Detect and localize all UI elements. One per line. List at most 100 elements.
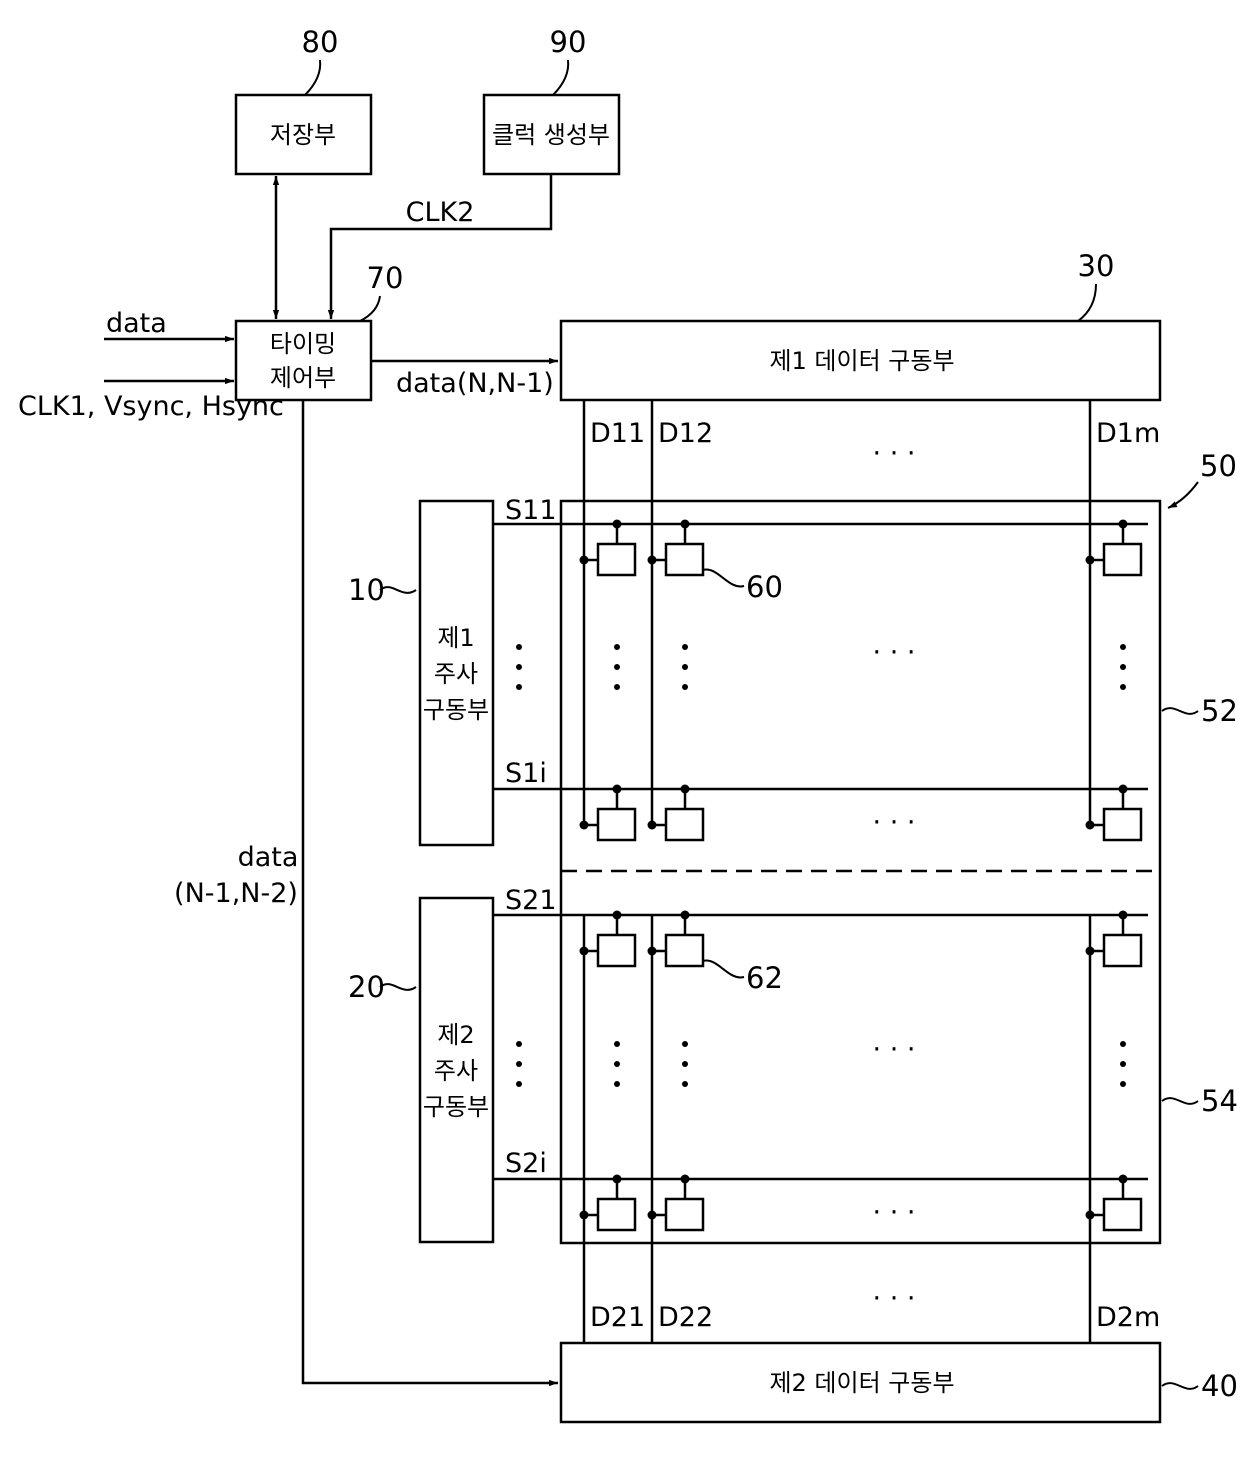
vertical-ellipsis-dot: [516, 684, 522, 690]
lower-panel-ref-number: 54: [1201, 1084, 1238, 1118]
second-scan-driver-ref-leader: [380, 984, 416, 990]
vertical-ellipsis-dot: [682, 1061, 688, 1067]
first-data-driver-ref-leader: [1078, 284, 1096, 321]
pixel-cell: [1104, 809, 1141, 840]
vertical-ellipsis-dot: [614, 1061, 620, 1067]
data-line-label-d22: D22: [658, 1302, 713, 1333]
storage-ref-number: 80: [302, 25, 339, 59]
clk2-arrow: [331, 174, 551, 319]
data-tap-dot: [648, 821, 657, 830]
first-data-driver-block: 제1 데이터 구동부: [561, 321, 1160, 400]
timing-controller-label-line1: 타이밍: [270, 330, 336, 358]
data-line-label-d2m: D2m: [1096, 1302, 1160, 1333]
pixel-cell: [598, 1199, 635, 1230]
vertical-ellipsis-dot: [516, 644, 522, 650]
data-line-label-d12: D12: [658, 418, 713, 449]
vertical-ellipsis-dot: [1120, 1041, 1126, 1047]
first-scan-driver-label-line1: 제1: [437, 624, 474, 652]
pixel-cell: [666, 544, 703, 575]
pixel-cell: [1104, 1199, 1141, 1230]
panel-ref-number: 50: [1200, 449, 1237, 483]
vertical-ellipsis-dot: [1120, 644, 1126, 650]
vertical-ellipsis-dot: [682, 684, 688, 690]
vertical-ellipsis-dot: [614, 1041, 620, 1047]
second-scan-driver-ref-number: 20: [348, 970, 385, 1004]
second-scan-driver-label-line1: 제2: [437, 1021, 474, 1049]
pixel-cell: [598, 935, 635, 966]
timing-controller-ref-leader: [360, 296, 380, 321]
vertical-ellipsis-dot: [682, 1041, 688, 1047]
pixel-ref-number-60: 60: [746, 570, 783, 604]
ellipsis-upper-middle: · · ·: [873, 637, 916, 668]
pixel-cell: [666, 809, 703, 840]
first-scan-driver-ref-leader: [380, 587, 416, 593]
vertical-ellipsis-dot: [614, 644, 620, 650]
upper-panel-ref-number: 52: [1201, 694, 1238, 728]
vertical-ellipsis-dot: [516, 1041, 522, 1047]
vertical-ellipsis-dot: [516, 1061, 522, 1067]
vertical-ellipsis-dot: [516, 1081, 522, 1087]
vertical-ellipsis-dot: [614, 1081, 620, 1087]
vertical-ellipsis-dot: [516, 664, 522, 670]
data-tap-dot: [1086, 821, 1095, 830]
ellipsis-lower-middle: · · ·: [873, 1034, 916, 1065]
second-data-driver-block: 제2 데이터 구동부: [561, 1343, 1160, 1422]
data-tap-dot: [580, 821, 589, 830]
clk2-label: CLK2: [406, 197, 475, 228]
data-tap-dot: [648, 947, 657, 956]
second-data-driver-label: 제2 데이터 구동부: [769, 1369, 954, 1397]
panel-ref-leader: [1168, 482, 1198, 508]
pixel-cell: [1104, 935, 1141, 966]
second-data-driver-ref-number: 40: [1201, 1369, 1238, 1403]
vertical-ellipsis-dot: [1120, 664, 1126, 670]
clock-generator-ref-number: 90: [550, 25, 587, 59]
clock-generator-ref-leader: [553, 60, 568, 95]
first-data-driver-ref-number: 30: [1078, 249, 1115, 283]
data-tap-dot: [580, 947, 589, 956]
upper-panel-ref-leader: [1162, 708, 1198, 714]
data-input-label: data: [106, 308, 167, 339]
scan-line-label-s1i: S1i: [505, 758, 547, 789]
ellipsis-bottom-data: · · ·: [873, 1283, 916, 1314]
pixel-cell: [1104, 544, 1141, 575]
data-tap-dot: [580, 556, 589, 565]
storage-ref-leader: [305, 60, 320, 95]
sync-input-label: CLK1, Vsync, Hsync: [18, 391, 284, 422]
pixel-cell: [598, 544, 635, 575]
scan-line-label-s21: S21: [505, 885, 557, 916]
vertical-ellipsis-dot: [1120, 1081, 1126, 1087]
ellipsis-lower-bottom: · · ·: [873, 1197, 916, 1228]
data-line-label-d21: D21: [590, 1302, 645, 1333]
first-scan-driver-block: 제1 주사 구동부: [420, 501, 493, 845]
pixel-cell: [666, 935, 703, 966]
data-tap-dot: [1086, 1211, 1095, 1220]
timing-controller-label-line2: 제어부: [270, 364, 336, 392]
data-to-driver1-label: data(N,N-1): [396, 368, 554, 399]
pixel-cell: [598, 809, 635, 840]
timing-controller-ref-number: 70: [367, 261, 404, 295]
second-data-driver-ref-leader: [1162, 1383, 1198, 1389]
scan-line-label-s11: S11: [505, 495, 557, 526]
data-line-label-d11: D11: [590, 418, 645, 449]
clock-generator-label: 클럭 생성부: [492, 121, 610, 149]
storage-unit-block: 저장부: [236, 95, 371, 174]
data-tap-dot: [580, 1211, 589, 1220]
data-to-driver2-label-line2: (N-1,N-2): [174, 878, 298, 909]
vertical-ellipsis-dot: [682, 644, 688, 650]
first-scan-driver-label-line2: 주사: [434, 660, 478, 688]
first-scan-driver-ref-number: 10: [348, 573, 385, 607]
vertical-ellipsis-dot: [614, 664, 620, 670]
second-scan-driver-label-line2: 주사: [434, 1057, 478, 1085]
data-line-label-d1m: D1m: [1096, 418, 1160, 449]
ellipsis-upper-bottom: · · ·: [873, 807, 916, 838]
vertical-ellipsis-dot: [682, 1081, 688, 1087]
vertical-ellipsis-dot: [614, 684, 620, 690]
data-tap-dot: [648, 556, 657, 565]
second-scan-driver-block: 제2 주사 구동부: [420, 898, 493, 1242]
second-scan-driver-label-line3: 구동부: [423, 1093, 489, 1121]
data-tap-dot: [648, 1211, 657, 1220]
timing-controller-block: 타이밍 제어부: [236, 321, 371, 400]
storage-unit-label: 저장부: [270, 121, 336, 149]
data-tap-dot: [1086, 947, 1095, 956]
